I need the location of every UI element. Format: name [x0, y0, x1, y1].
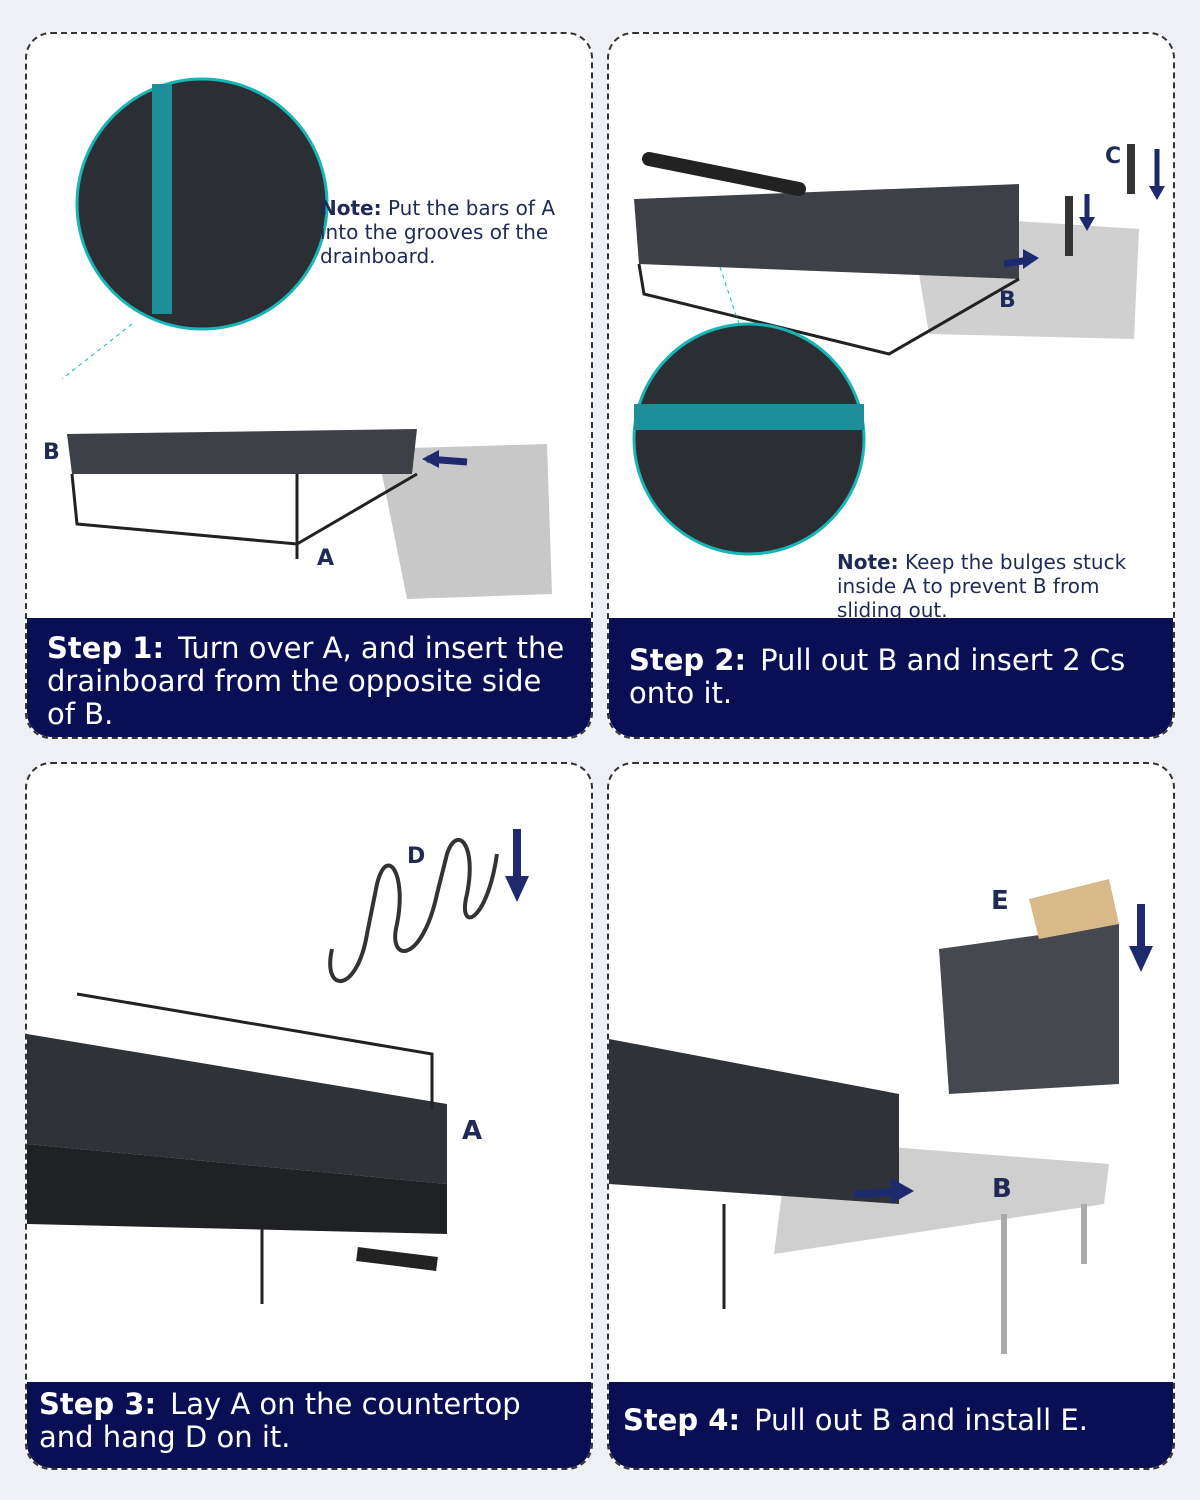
rack-a: [609, 1039, 899, 1204]
zoom-inset: [75, 77, 329, 331]
label-b: B: [992, 1174, 1012, 1204]
label-a: A: [462, 1116, 483, 1146]
step-2-illustration: [632, 144, 1165, 556]
step-1-panel: Note: Put the bars of A into the grooves…: [25, 32, 593, 739]
utensil-holder-e: [939, 924, 1119, 1094]
rack-a: [27, 1034, 447, 1184]
step-4-caption: Step 4:Pull out B and install E.: [609, 1382, 1173, 1468]
step-2-caption: Step 2:Pull out B and insert 2 Cs onto i…: [609, 618, 1173, 737]
zoom-inset: [632, 322, 866, 556]
rack-a: [67, 429, 417, 474]
label-b: B: [43, 440, 60, 465]
rack-a: [634, 184, 1019, 279]
label-a: A: [317, 546, 335, 571]
step-4-illustration: [609, 879, 1153, 1354]
step-1-illustration: [61, 77, 552, 599]
step-1-caption: Step 1:Turn over A, and insert the drain…: [27, 618, 591, 737]
step-2-panel: C B Note: Keep the bulges stuck inside A…: [607, 32, 1175, 739]
arrow-icon: [1023, 249, 1039, 269]
arrow-icon: [505, 876, 529, 902]
drainboard: [377, 444, 552, 599]
label-d: D: [407, 844, 426, 869]
step-3-illustration: [27, 829, 529, 1304]
label-e: E: [991, 886, 1009, 916]
label-b: B: [999, 288, 1016, 313]
step-4-panel: E B Step 4:Pull out B and install E.: [607, 762, 1175, 1470]
step-3-panel: D A Step 3:Lay A on the countertop and h…: [25, 762, 593, 1470]
step-2-note: Note: Keep the bulges stuck inside A to …: [837, 550, 1127, 622]
step-3-caption: Step 3:Lay A on the countertop and hang …: [27, 1382, 591, 1468]
step-1-note: Note: Put the bars of A into the grooves…: [320, 196, 555, 268]
label-c: C: [1105, 144, 1122, 169]
arrow-icon: [891, 1178, 914, 1204]
hook-d: [328, 838, 499, 983]
